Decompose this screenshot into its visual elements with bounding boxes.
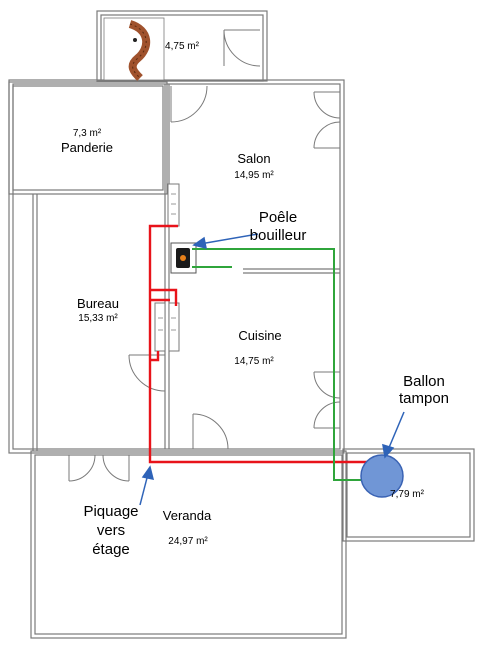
door-icon <box>192 413 229 450</box>
room-name-veranda: Veranda <box>163 508 212 523</box>
arrow-icon <box>382 411 405 459</box>
radiator-icon <box>167 183 180 227</box>
arrow-icon <box>139 465 155 506</box>
buffer-tank <box>360 454 404 498</box>
room-area-top: 4,75 m² <box>165 41 200 52</box>
room-area-salon: 14,95 m² <box>234 170 274 181</box>
room-name-salon: Salon <box>237 151 270 166</box>
wall-top-room-inner <box>100 14 264 82</box>
door-icon <box>68 454 130 482</box>
red-pipe <box>148 224 372 464</box>
room-name-bureau: Bureau <box>77 296 119 311</box>
door-icon <box>128 354 166 392</box>
room-name-panderie: Panderie <box>61 140 113 155</box>
arrow-icon <box>192 233 259 250</box>
label-ballon-line2: tampon <box>399 390 449 407</box>
room-area-bureau: 15,33 m² <box>78 313 118 324</box>
room-area-panderie: 7,3 m² <box>73 128 102 139</box>
wall-annex <box>342 448 475 542</box>
wall-main-house <box>8 79 345 454</box>
radiator-icon <box>154 302 180 352</box>
doors <box>68 29 341 482</box>
walls <box>8 10 475 639</box>
room-name-cuisine: Cuisine <box>238 328 281 343</box>
label-poele-line2: bouilleur <box>250 227 307 244</box>
spiral-staircase-icon <box>103 17 165 81</box>
label-piquage-line2: vers <box>97 522 125 539</box>
room-area-veranda: 24,97 m² <box>168 536 208 547</box>
wall-veranda-inner <box>34 454 343 635</box>
wall-annex-inner <box>346 452 471 538</box>
room-area-annex: 7,79 m² <box>390 489 425 500</box>
label-poele-line1: Poêle <box>259 209 297 226</box>
room-area-cuisine: 14,75 m² <box>234 356 274 367</box>
label-piquage-line3: étage <box>92 541 130 558</box>
label-piquage-line1: Piquage <box>83 503 138 520</box>
door-icon <box>170 85 208 123</box>
door-icon <box>313 371 341 429</box>
stove-icon <box>170 242 197 274</box>
green-pipe <box>192 248 372 481</box>
label-ballon-line1: Ballon <box>403 373 445 390</box>
wall-veranda <box>30 450 347 639</box>
door-icon <box>223 29 261 67</box>
wall-main-house-inner <box>12 83 341 450</box>
door-icon <box>313 91 341 149</box>
